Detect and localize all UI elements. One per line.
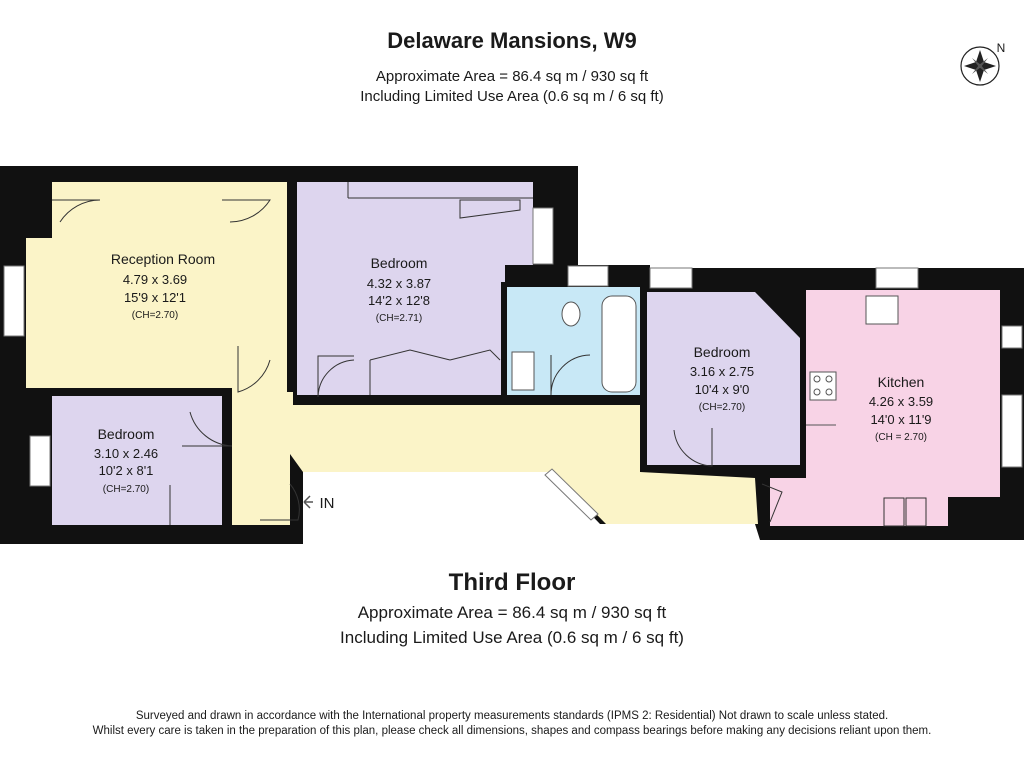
bedroom-1-metric: 4.32 x 3.87 (367, 276, 431, 291)
bathroom-fixtures (511, 295, 637, 393)
kitchen-ceiling: (CH = 2.70) (875, 432, 927, 443)
floor-limited-area: Including Limited Use Area (0.6 sq m / 6… (340, 628, 684, 647)
entrance-label: IN (320, 495, 335, 512)
bedroom-2-metric: 3.10 x 2.46 (94, 446, 158, 461)
compass-icon (960, 46, 1000, 86)
floor-area: Approximate Area = 86.4 sq m / 930 sq ft (357, 603, 667, 622)
disclaimer-line-2: Whilst every care is taken in the prepar… (92, 725, 932, 737)
hallway-floor (232, 390, 758, 525)
bedroom-2-floor (52, 396, 222, 525)
bedroom-3-name: Bedroom (694, 344, 751, 360)
kitchen-imperial: 14'0 x 11'9 (870, 412, 931, 427)
reception-room-floor (26, 182, 287, 390)
bedroom-1-ceiling: (CH=2.71) (376, 313, 422, 324)
entrance-arrow-icon (303, 495, 313, 509)
bedroom-2-imperial: 10'2 x 8'1 (99, 463, 154, 478)
bedroom-1-name: Bedroom (371, 255, 428, 271)
doors (52, 199, 783, 523)
disclaimer-line-1: Surveyed and drawn in accordance with th… (135, 710, 889, 722)
windows (3, 207, 1023, 487)
floor-name: Third Floor (448, 569, 576, 596)
bedroom-3-imperial: 10'4 x 9'0 (695, 382, 750, 397)
kitchen-floor (770, 290, 1000, 526)
bedroom-3-floor (647, 292, 800, 466)
bedroom-1-imperial: 14'2 x 12'8 (368, 293, 430, 308)
reception-room-ceiling: (CH=2.70) (132, 310, 178, 321)
bedroom-3-ceiling: (CH=2.70) (699, 402, 745, 413)
interior-walls (26, 180, 806, 525)
kitchen-name: Kitchen (878, 374, 925, 390)
wardrobes (169, 182, 927, 527)
kitchen-metric: 4.26 x 3.59 (869, 394, 933, 409)
compass-north-label: N (997, 41, 1006, 55)
plan-title: Delaware Mansions, W9 (387, 28, 637, 53)
limited-use-area: Including Limited Use Area (0.6 sq m / 6… (360, 88, 664, 105)
hallway-bay-window (544, 468, 599, 521)
reception-room-name: Reception Room (111, 251, 215, 267)
bedroom-2-name: Bedroom (98, 426, 155, 442)
bedroom-2-ceiling: (CH=2.70) (103, 484, 149, 495)
reception-room-metric: 4.79 x 3.69 (123, 272, 187, 287)
bedroom-1-floor (297, 182, 533, 395)
reception-room-imperial: 15'9 x 12'1 (124, 290, 186, 305)
approximate-area: Approximate Area = 86.4 sq m / 930 sq ft (375, 68, 649, 85)
kitchen-fixtures (809, 295, 899, 401)
bedroom-3-metric: 3.16 x 2.75 (690, 364, 754, 379)
